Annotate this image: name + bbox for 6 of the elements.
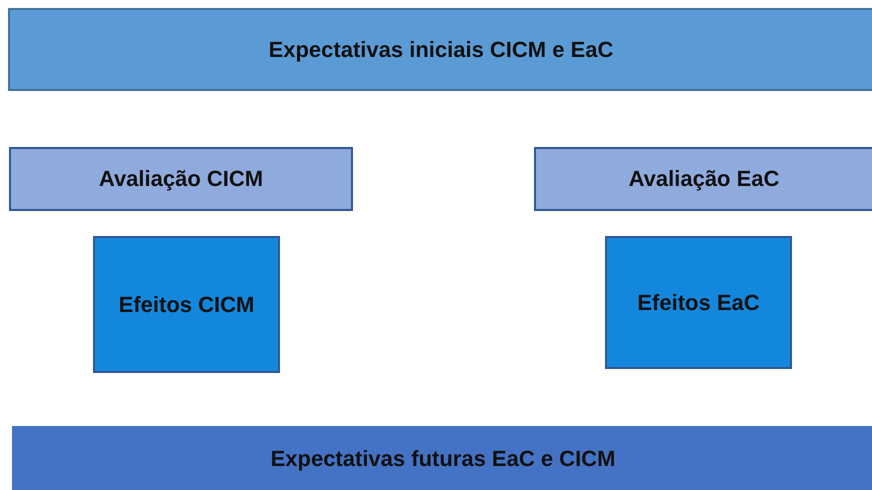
process-box: Efeitos CICM [93, 236, 280, 373]
process-box: Avaliação EaC [534, 147, 872, 211]
heading-bar: Expectativas iniciais CICM e EaC [8, 8, 872, 91]
process-box: Avaliação CICM [9, 147, 353, 211]
footer-bar: Expectativas futuras EaC e CICM [12, 426, 872, 490]
process-box: Efeitos EaC [605, 236, 792, 369]
